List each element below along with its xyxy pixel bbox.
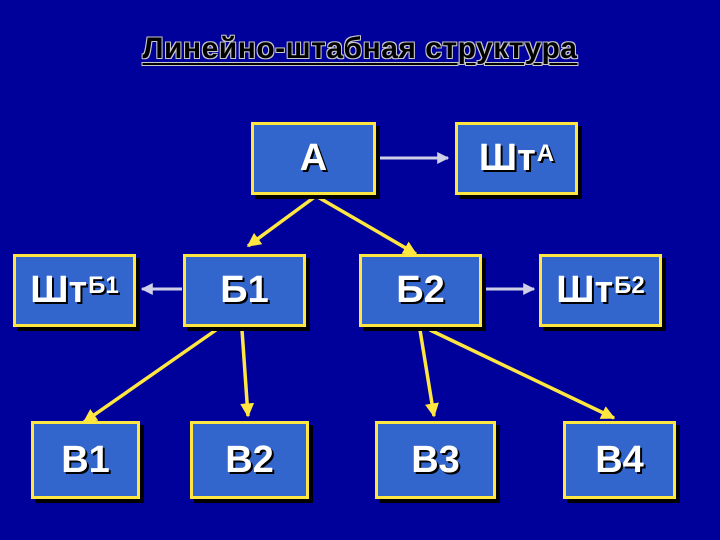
diagram-title: Линейно-штабная структура bbox=[142, 32, 578, 65]
node-v3-label: В3 bbox=[411, 438, 460, 481]
node-shtA-label: Шт bbox=[478, 137, 536, 179]
arrow-b2-to-v3 bbox=[418, 329, 439, 418]
node-shtB1-sub: Б1 bbox=[88, 272, 119, 299]
arrow-b2-to-v4 bbox=[429, 328, 616, 420]
node-a: А bbox=[251, 122, 376, 195]
node-shtB2-label: Шт bbox=[556, 269, 614, 311]
node-shtB1-label: Шт bbox=[30, 269, 88, 311]
node-v1: В1 bbox=[31, 421, 140, 499]
node-b1: Б1 bbox=[183, 254, 306, 327]
arrow-b1-to-v2 bbox=[240, 329, 255, 418]
node-b1-label: Б1 bbox=[220, 269, 269, 311]
node-v4: В4 bbox=[563, 421, 676, 499]
node-v2-label: В2 bbox=[225, 438, 274, 481]
node-a-label: А bbox=[299, 137, 328, 179]
node-b2-label: Б2 bbox=[396, 269, 445, 311]
arrow-a-to-b2 bbox=[315, 194, 418, 256]
node-shtB2-sub: Б2 bbox=[614, 272, 645, 299]
node-v2: В2 bbox=[190, 421, 309, 499]
arrow-b1-to-v1 bbox=[82, 328, 218, 424]
node-v4-label: В4 bbox=[595, 438, 644, 481]
arrow-a-to-b1 bbox=[246, 194, 318, 248]
node-v1-label: В1 bbox=[61, 438, 110, 481]
node-v3: В3 bbox=[375, 421, 496, 499]
node-shtA-sub: А bbox=[536, 140, 555, 167]
node-b2: Б2 bbox=[359, 254, 482, 327]
